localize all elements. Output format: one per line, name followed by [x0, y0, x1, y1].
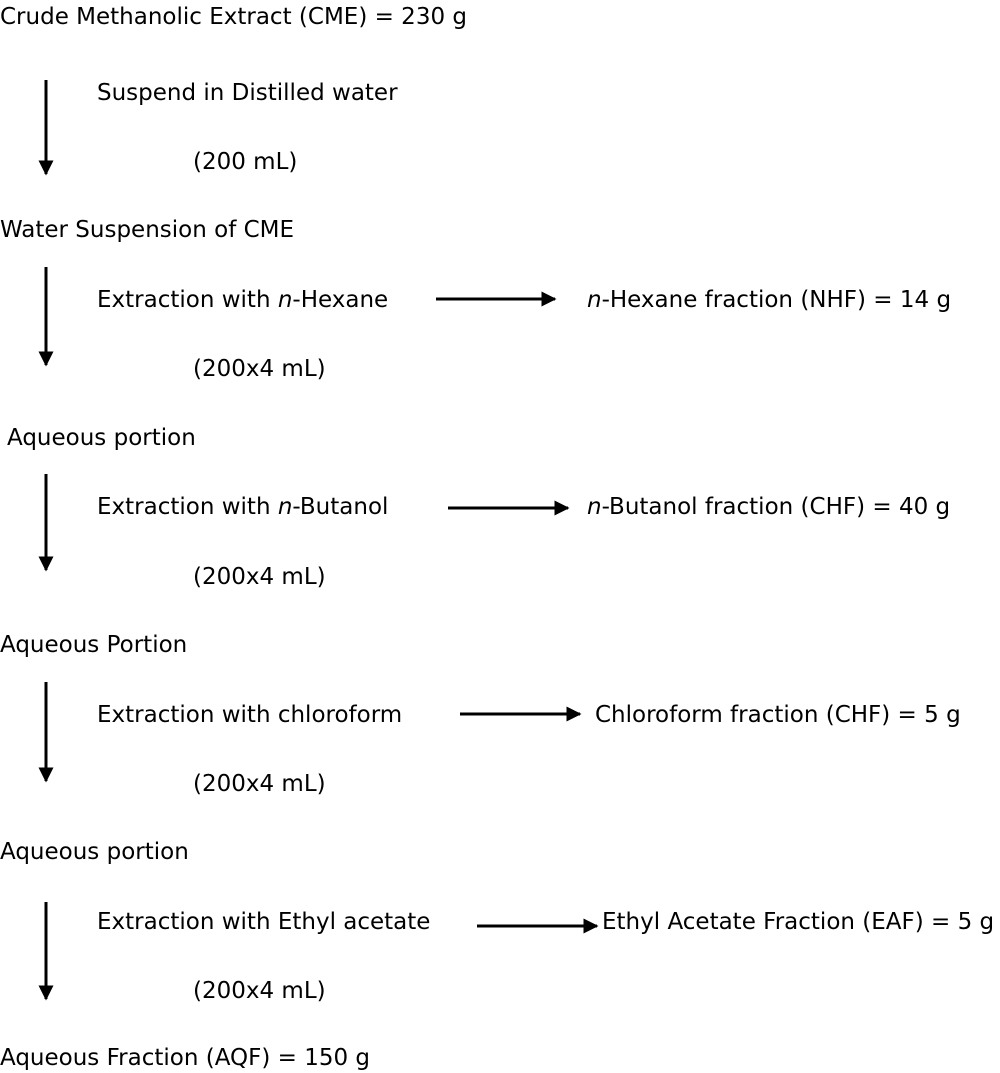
crude-extract-label: Crude Methanolic Extract (CME) = 230 g — [0, 4, 467, 30]
water-suspension-label: Water Suspension of CME — [0, 217, 295, 243]
hexane-fraction: n-Hexane fraction (NHF) = 14 g — [587, 287, 952, 313]
volume-chloroform: (200x4 mL) — [193, 771, 326, 797]
aqueous-portion-2: Aqueous Portion — [0, 632, 188, 658]
aqueous-portion-1: Aqueous portion — [7, 425, 196, 451]
step-suspend: Suspend in Distilled water — [97, 80, 398, 106]
volume-butanol: (200x4 mL) — [193, 564, 326, 590]
butanol-fraction: n-Butanol fraction (CHF) = 40 g — [587, 494, 951, 520]
step-hexane: Extraction with n-Hexane — [97, 287, 389, 313]
ethyl-acetate-fraction: Ethyl Acetate Fraction (EAF) = 5 g — [602, 909, 995, 935]
volume-200ml: (200 mL) — [193, 149, 298, 175]
volume-hexane: (200x4 mL) — [193, 356, 326, 382]
chloroform-fraction: Chloroform fraction (CHF) = 5 g — [595, 702, 961, 728]
aqueous-fraction-label: Aqueous Fraction (AQF) = 150 g — [0, 1045, 371, 1071]
volume-ethyl-acetate: (200x4 mL) — [193, 978, 326, 1004]
step-chloroform: Extraction with chloroform — [97, 702, 403, 728]
step-butanol: Extraction with n-Butanol — [97, 494, 389, 520]
aqueous-portion-3: Aqueous portion — [0, 839, 189, 865]
step-ethyl-acetate: Extraction with Ethyl acetate — [97, 909, 431, 935]
